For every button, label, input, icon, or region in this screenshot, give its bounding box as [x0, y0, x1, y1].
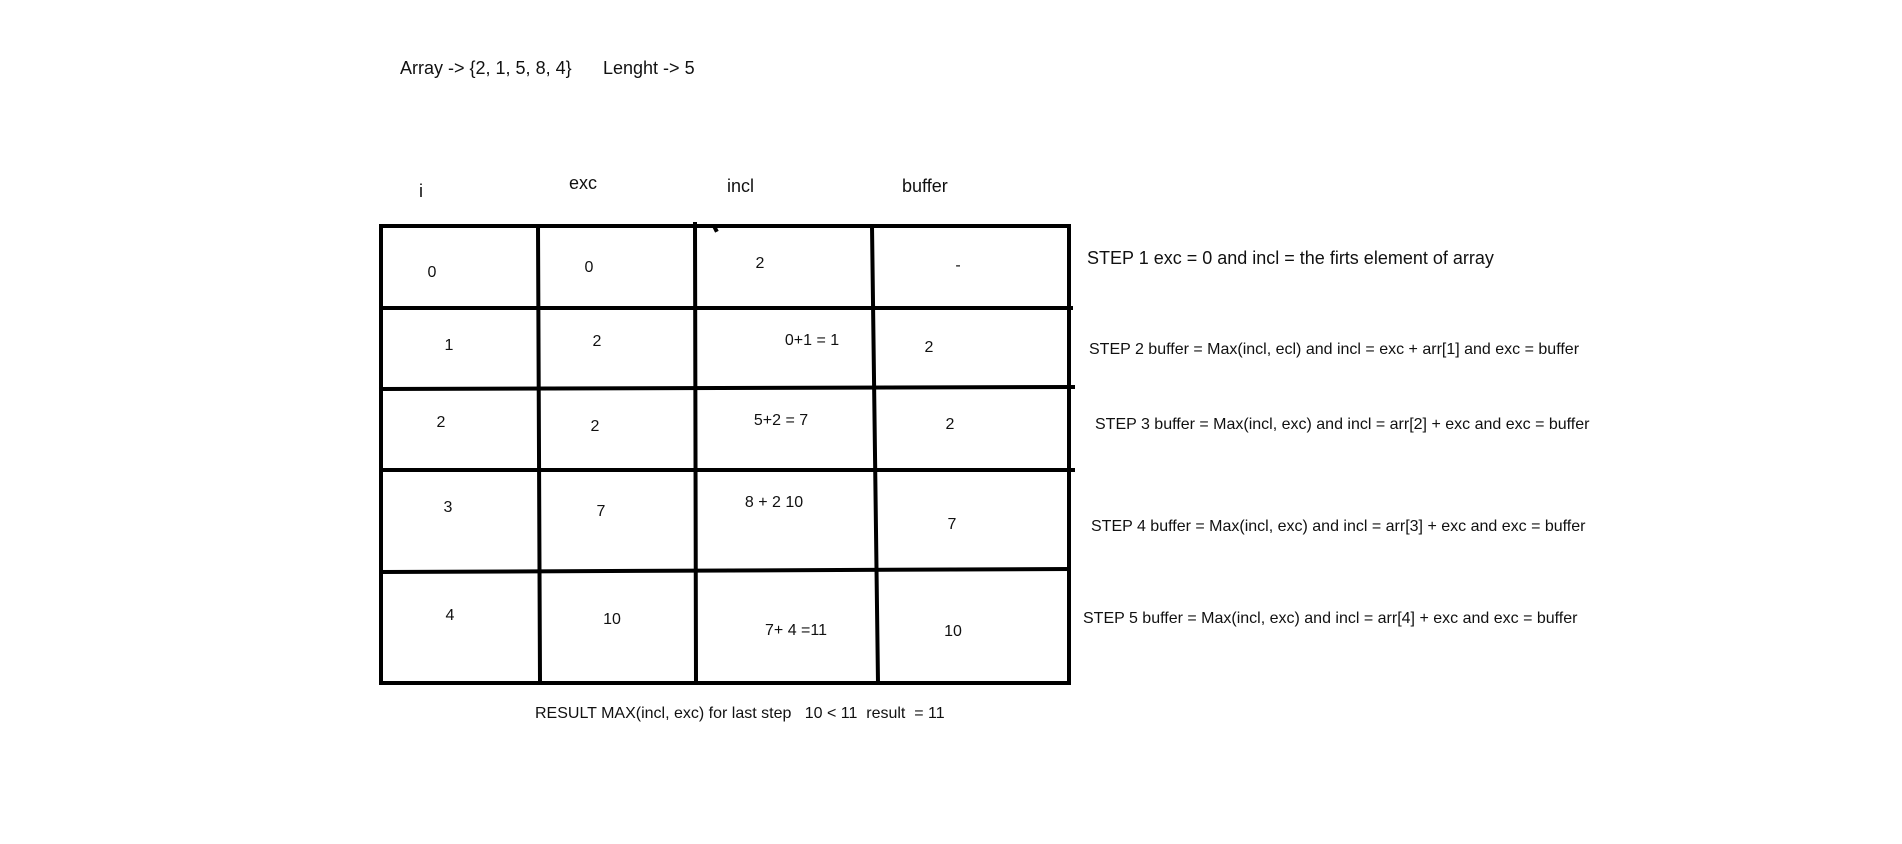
- step-5-text: STEP 5 buffer = Max(incl, exc) and incl …: [1083, 610, 1578, 627]
- cell-incl-3: 8 + 2 10: [744, 494, 804, 511]
- step-3-text: STEP 3 buffer = Max(incl, exc) and incl …: [1095, 416, 1590, 433]
- grid-line: [378, 384, 1076, 392]
- cell-exc-1: 2: [592, 333, 602, 350]
- cell-exc-2: 2: [590, 418, 600, 435]
- cell-i-3: 3: [443, 499, 453, 516]
- cell-buffer-2: 2: [945, 416, 955, 433]
- cell-i-4: 4: [445, 607, 455, 624]
- cell-exc-4: 10: [603, 611, 621, 628]
- step-2-text: STEP 2 buffer = Max(incl, ecl) and incl …: [1089, 341, 1580, 358]
- grid-line: [535, 223, 543, 686]
- cell-buffer-0: -: [955, 257, 961, 274]
- cell-buffer-1: 2: [924, 339, 934, 356]
- cell-i-2: 2: [436, 414, 446, 431]
- cell-exc-0: 0: [584, 259, 594, 276]
- grid-line: [712, 225, 719, 233]
- step-4-text: STEP 4 buffer = Max(incl, exc) and incl …: [1091, 518, 1586, 535]
- header-exc: exc: [569, 173, 598, 193]
- header-buffer: buffer: [902, 176, 948, 196]
- header-i: i: [419, 181, 423, 201]
- cell-incl-2: 5+2 = 7: [753, 412, 809, 429]
- cell-buffer-4: 10: [944, 623, 962, 640]
- grid-line: [692, 221, 699, 686]
- cell-incl-4: 7+ 4 =11: [765, 622, 827, 639]
- cell-exc-3: 7: [596, 503, 606, 520]
- cell-i-1: 1: [444, 337, 454, 354]
- grid-line: [869, 223, 881, 686]
- step-1-text: STEP 1 exc = 0 and incl = the firts elem…: [1087, 248, 1494, 268]
- cell-incl-0: 2: [755, 255, 765, 272]
- grid-line: [378, 566, 1072, 575]
- cell-buffer-3: 7: [947, 516, 957, 533]
- header-incl: incl: [727, 176, 755, 196]
- cell-i-0: 0: [427, 264, 437, 281]
- length-label: Lenght -> 5: [603, 58, 695, 78]
- cell-incl-1: 0+1 = 1: [784, 332, 840, 349]
- result-text: RESULT MAX(incl, exc) for last step 10 <…: [535, 705, 945, 722]
- array-label: Array -> {2, 1, 5, 8, 4}: [400, 58, 572, 78]
